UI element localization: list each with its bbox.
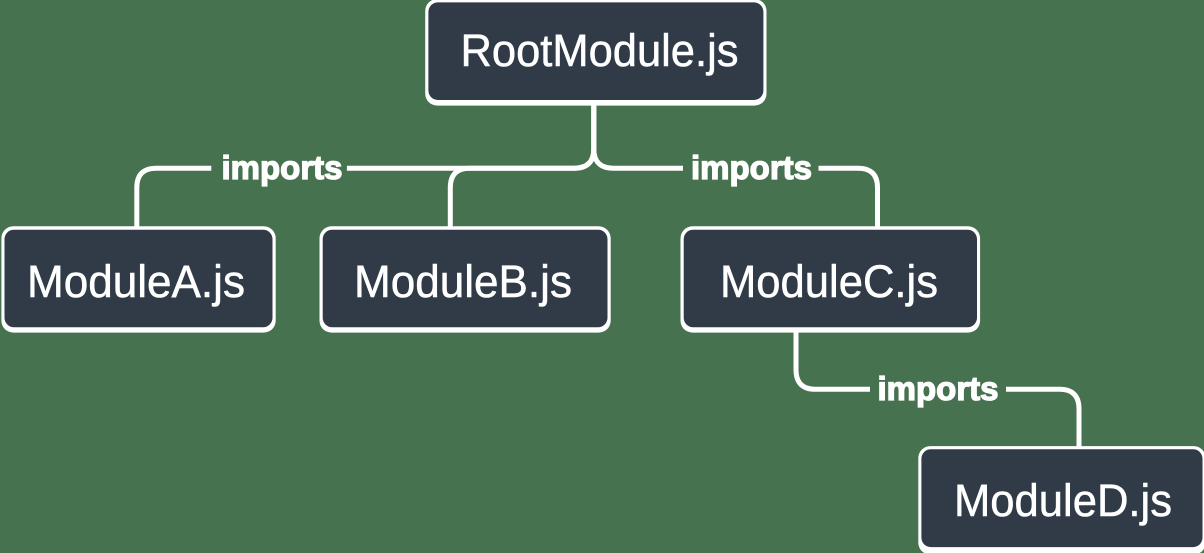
svg-text:imports: imports (878, 370, 999, 407)
svg-text:ModuleB.js: ModuleB.js (354, 256, 572, 307)
svg-text:ModuleA.js: ModuleA.js (27, 256, 245, 307)
svg-text:ModuleC.js: ModuleC.js (720, 256, 938, 307)
svg-text:RootModule.js: RootModule.js (461, 25, 739, 76)
svg-text:imports: imports (222, 149, 343, 186)
svg-text:ModuleD.js: ModuleD.js (954, 475, 1172, 526)
svg-text:imports: imports (691, 149, 812, 186)
